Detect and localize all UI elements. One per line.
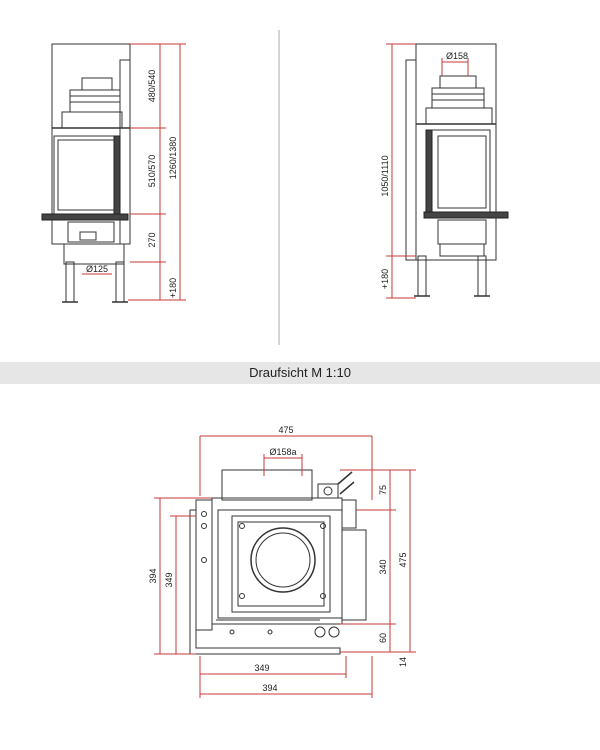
front-dim-base: +180 (168, 278, 178, 298)
top-dim-75: 75 (378, 485, 388, 495)
front-dim-middle: 510/570 (147, 155, 157, 188)
top-dim-flue: Ø158a (269, 447, 296, 457)
section-bar (0, 362, 600, 384)
front-base-plate (41, 213, 129, 221)
section-title: Draufsicht M 1:10 (249, 365, 351, 380)
front-view: 480/540 510/570 270 +180 1260/1380 Ø125 (41, 43, 186, 303)
front-right-foot (115, 261, 125, 303)
front-glass-door (53, 135, 119, 215)
side-housing (415, 43, 497, 261)
top-dim-349-left: 349 (164, 572, 174, 587)
side-dim-base: +180 (380, 269, 390, 289)
top-dim-14: 14 (398, 657, 408, 667)
top-view: 475 Ø158a 75 340 60 14 475 394 349 349 3… (148, 425, 416, 698)
side-base-plate (423, 211, 509, 219)
top-dim-width: 475 (278, 425, 293, 435)
front-dim-top: 480/540 (147, 70, 157, 103)
side-right-foot (477, 255, 487, 297)
front-dim-total: 1260/1380 (168, 137, 178, 180)
top-dim-right-total: 475 (398, 552, 408, 567)
top-dim-340: 340 (378, 559, 388, 574)
side-view: Ø158 1050/1110 +180 (380, 43, 509, 299)
top-dim-394-bottom: 394 (262, 683, 277, 693)
front-dim-lower: 270 (147, 232, 157, 247)
top-firebox (231, 515, 331, 613)
top-dim-349-bottom: 349 (254, 663, 269, 673)
side-left-foot (417, 255, 427, 297)
top-dim-60: 60 (378, 633, 388, 643)
front-dim-flue: Ø125 (86, 264, 108, 274)
top-flue-circle (250, 527, 316, 593)
side-back-panel (405, 59, 417, 261)
side-dim-height: 1050/1110 (380, 155, 390, 196)
front-left-foot (65, 261, 75, 303)
side-dim-flue: Ø158 (446, 51, 468, 61)
top-dim-394-left: 394 (148, 568, 158, 583)
side-glass-door (431, 129, 491, 213)
top-flue-box (221, 469, 313, 501)
